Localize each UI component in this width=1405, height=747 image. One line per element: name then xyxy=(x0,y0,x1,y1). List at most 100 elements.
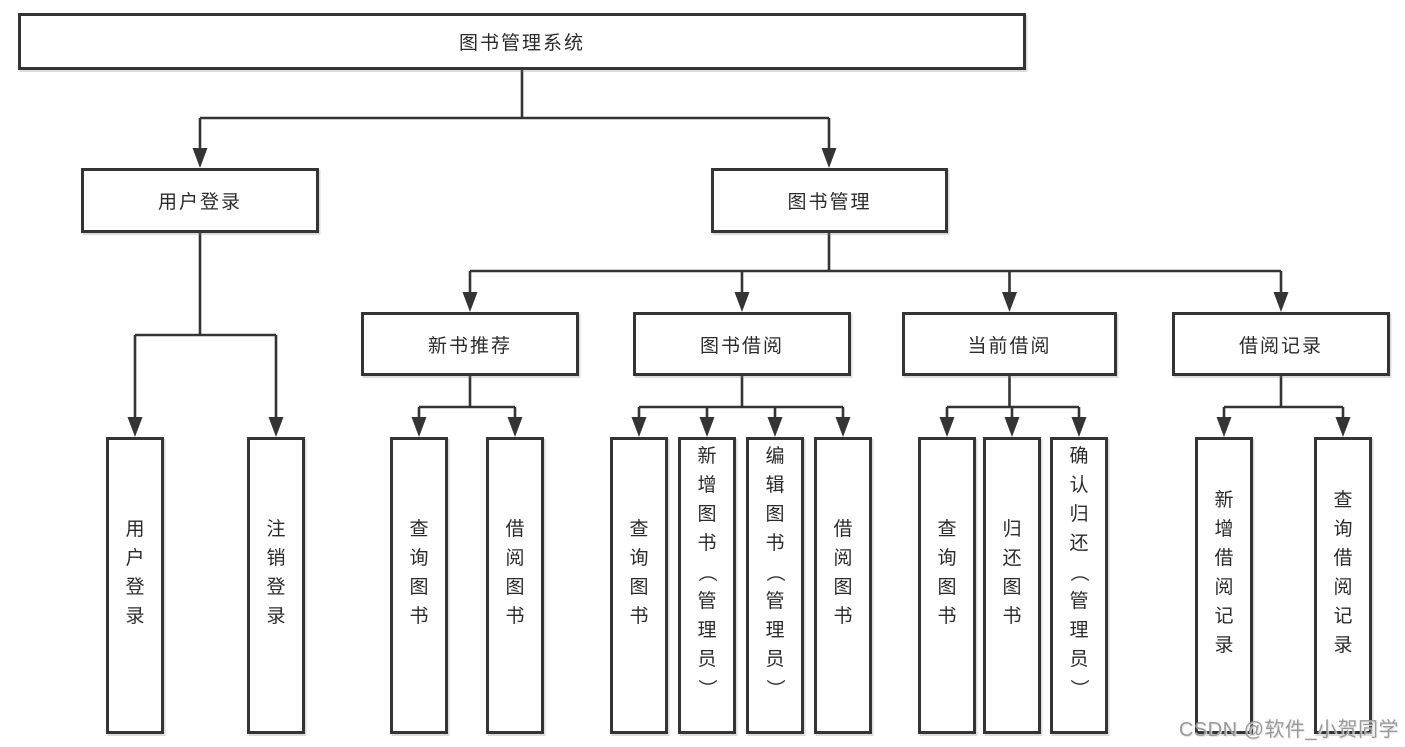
arrowhead-icon xyxy=(821,148,837,168)
leaf-add-borrow-record: 新增借阅记录 xyxy=(1195,437,1253,734)
vertical-char: 图 xyxy=(409,576,429,598)
vertical-char: 录 xyxy=(1214,634,1234,656)
node-new-book-recommendation: 新书推荐 xyxy=(361,312,579,376)
arrowhead-icon xyxy=(1071,417,1087,437)
vertical-char: 询 xyxy=(1333,518,1353,540)
leaf-query-borrow-record: 查询借阅记录 xyxy=(1314,437,1372,734)
vertical-char: 阅 xyxy=(1214,576,1234,598)
vertical-char: 查 xyxy=(1333,489,1353,511)
arrowhead-icon xyxy=(835,417,851,437)
arrowhead-icon xyxy=(1335,417,1351,437)
arrowhead-icon xyxy=(507,417,523,437)
node-current-borrowing: 当前借阅 xyxy=(902,312,1117,376)
vertical-char: 询 xyxy=(629,547,649,569)
vertical-char: 图 xyxy=(505,576,525,598)
leaf-query-books-borrowing: 查询图书 xyxy=(610,437,668,734)
vertical-char: 理 xyxy=(765,620,785,641)
vertical-char: 图 xyxy=(937,576,957,598)
vertical-char: 理 xyxy=(1069,620,1089,641)
vertical-char: 管 xyxy=(765,591,785,612)
vertical-char: 查 xyxy=(409,518,429,540)
vertical-char: 认 xyxy=(1069,475,1089,496)
vertical-char: 借 xyxy=(1214,547,1234,569)
vertical-char: 录 xyxy=(266,605,286,627)
vertical-char: 记 xyxy=(1214,605,1234,627)
vertical-char: 书 xyxy=(937,605,957,627)
leaf-edit-book-admin: 编辑图书 （ 管理员 ） xyxy=(746,437,804,734)
arrowhead-icon xyxy=(1273,292,1289,312)
vertical-char: 员 xyxy=(765,649,785,670)
vertical-char: 登 xyxy=(266,576,286,598)
vertical-char: 归 xyxy=(1002,518,1022,540)
leaf-query-books-recommend: 查询图书 xyxy=(390,437,448,734)
vertical-char: 书 xyxy=(1002,605,1022,627)
vertical-char: 辑 xyxy=(765,475,785,496)
vertical-char: 管 xyxy=(1069,591,1089,612)
vertical-char: 登 xyxy=(125,576,145,598)
leaf-return-book: 归还图书 xyxy=(983,437,1041,734)
node-book-management-system: 图书管理系统 xyxy=(18,13,1026,70)
vertical-char: 归 xyxy=(1069,504,1089,525)
arrowhead-icon xyxy=(631,417,647,437)
vertical-char: 新 xyxy=(1214,489,1234,511)
vertical-char: 图 xyxy=(1002,576,1022,598)
vertical-char: 图 xyxy=(833,576,853,598)
node-borrowing-records: 借阅记录 xyxy=(1172,312,1390,376)
vertical-char: 员 xyxy=(697,649,717,670)
vertical-char: 还 xyxy=(1002,547,1022,569)
arrowhead-icon xyxy=(767,417,783,437)
vertical-char: 注 xyxy=(266,518,286,540)
leaf-add-book-admin: 新增图书（管理员） xyxy=(678,437,736,734)
arrowhead-icon xyxy=(734,292,750,312)
arrowhead-icon xyxy=(127,417,143,437)
vertical-char: 借 xyxy=(505,518,525,540)
leaf-borrow-books: 借阅图书 xyxy=(814,437,872,734)
vertical-char: ） xyxy=(696,678,718,699)
vertical-char: 增 xyxy=(697,475,717,496)
vertical-char: 阅 xyxy=(1333,576,1353,598)
vertical-char: 新 xyxy=(697,446,717,467)
arrowhead-icon xyxy=(268,417,284,437)
arrowhead-icon xyxy=(1002,292,1017,312)
arrowhead-icon xyxy=(1216,417,1232,437)
vertical-char: 图 xyxy=(629,576,649,598)
vertical-char: 理 xyxy=(697,620,717,641)
arrowhead-icon xyxy=(411,417,427,437)
vertical-char: 用 xyxy=(125,518,145,540)
connector-path xyxy=(133,70,1345,419)
arrowhead-icon xyxy=(462,292,478,312)
arrowhead-icon xyxy=(1004,417,1020,437)
vertical-char: 书 xyxy=(505,605,525,627)
vertical-char: ） xyxy=(1068,678,1090,699)
leaf-confirm-return-admin: 确认归还 （ 管理员 ） xyxy=(1050,437,1108,734)
node-book-borrowing: 图书借阅 xyxy=(633,312,851,376)
node-user-login: 用户登录 xyxy=(81,168,319,233)
vertical-char: 图 xyxy=(765,504,785,525)
vertical-char: 确 xyxy=(1069,446,1089,467)
vertical-char: 员 xyxy=(1069,649,1089,670)
vertical-char: 管 xyxy=(697,591,717,612)
vertical-char: 录 xyxy=(1333,634,1353,656)
vertical-char: 书 xyxy=(765,533,785,554)
vertical-char: 记 xyxy=(1333,605,1353,627)
vertical-char: 书 xyxy=(697,533,717,554)
vertical-char: （ xyxy=(764,562,786,583)
vertical-char: 户 xyxy=(125,547,145,569)
csdn-watermark: CSDN @软件_小贺同学 xyxy=(1178,719,1399,741)
vertical-char: 书 xyxy=(629,605,649,627)
leaf-query-books-current: 查询图书 xyxy=(918,437,976,734)
vertical-char: 录 xyxy=(125,605,145,627)
vertical-char: ） xyxy=(764,678,786,699)
leaf-logout: 注销登录 xyxy=(247,437,305,734)
vertical-char: 还 xyxy=(1069,533,1089,554)
vertical-char: 书 xyxy=(833,605,853,627)
vertical-char: 编 xyxy=(765,446,785,467)
vertical-char: 查 xyxy=(629,518,649,540)
vertical-char: 询 xyxy=(409,547,429,569)
leaf-user-login: 用户登录 xyxy=(106,437,164,734)
vertical-char: （ xyxy=(1068,562,1090,583)
vertical-char: 阅 xyxy=(833,547,853,569)
arrowhead-icon xyxy=(699,417,715,437)
